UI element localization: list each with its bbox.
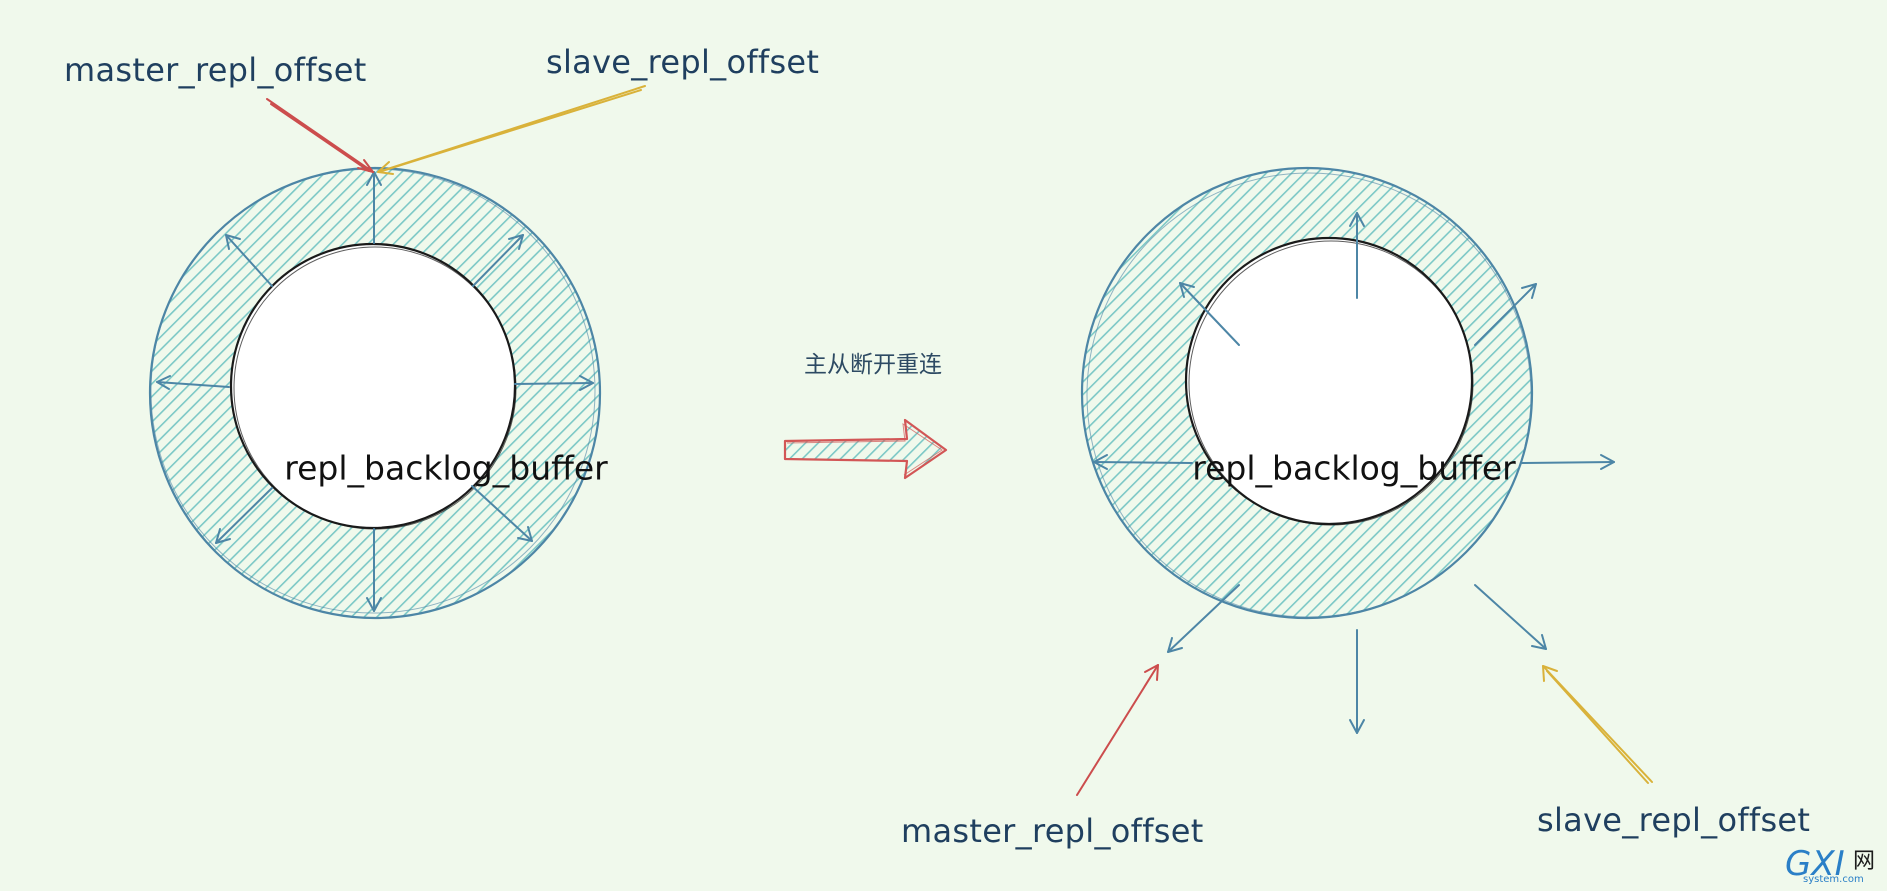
watermark-domain: system.com	[1803, 874, 1864, 885]
watermark-brand: GXI	[1785, 844, 1845, 884]
left-ring-direction-arrow	[366, 528, 382, 612]
left-slave-pointer-arrow	[377, 85, 646, 175]
right-slave-pointer-arrow	[1542, 665, 1653, 784]
left-ring-outer-edge-sketch	[150, 168, 596, 614]
right-ring-outer-edge-sketch	[1086, 172, 1532, 618]
right-ring-direction-arrow	[1093, 454, 1193, 470]
left-ring-direction-arrow	[514, 375, 594, 391]
left-ring-direction-arrow	[225, 234, 273, 287]
watermark-net: 网	[1853, 849, 1876, 874]
transition-arrow	[783, 418, 948, 480]
right-ring-direction-arrow	[1474, 283, 1537, 346]
left-ring-direction-arrow	[471, 485, 533, 542]
left-ring-outer-edge	[148, 166, 602, 620]
left-ring-band	[150, 168, 600, 618]
left-ring-direction-arrow	[472, 234, 524, 287]
right-slave-offset-label: slave_repl_offset	[1537, 801, 1811, 839]
left-ring-direction-arrow	[215, 487, 273, 544]
left-master-pointer-arrow	[266, 98, 374, 173]
right-ring-buffer	[1076, 166, 1653, 796]
right-buffer-label: repl_backlog_buffer	[1192, 448, 1516, 488]
left-ring-inner-circle	[229, 242, 517, 530]
right-ring-outer-edge	[1080, 166, 1534, 620]
right-ring-direction-arrow	[1167, 584, 1240, 653]
right-ring-direction-arrow	[1349, 212, 1365, 299]
watermark-logo: GXI 网 system.com	[1785, 847, 1881, 887]
right-ring-inner-sketch	[1188, 240, 1474, 526]
left-slave-offset-label: slave_repl_offset	[546, 43, 820, 81]
right-ring-direction-arrow	[1349, 629, 1365, 734]
right-master-pointer-arrow	[1076, 664, 1159, 796]
left-buffer-label: repl_backlog_buffer	[284, 448, 608, 488]
right-ring-direction-arrow	[1474, 584, 1547, 650]
right-ring-direction-arrow	[1179, 282, 1240, 346]
right-ring-direction-arrow	[1521, 454, 1615, 470]
left-ring-direction-arrow	[156, 375, 230, 390]
right-ring-band	[1082, 168, 1532, 618]
left-ring-buffer	[148, 85, 646, 620]
left-master-offset-label: master_repl_offset	[64, 51, 367, 89]
right-master-offset-label: master_repl_offset	[901, 812, 1204, 850]
transition-label: 主从断开重连	[804, 352, 942, 378]
right-ring-inner-circle	[1184, 236, 1474, 526]
